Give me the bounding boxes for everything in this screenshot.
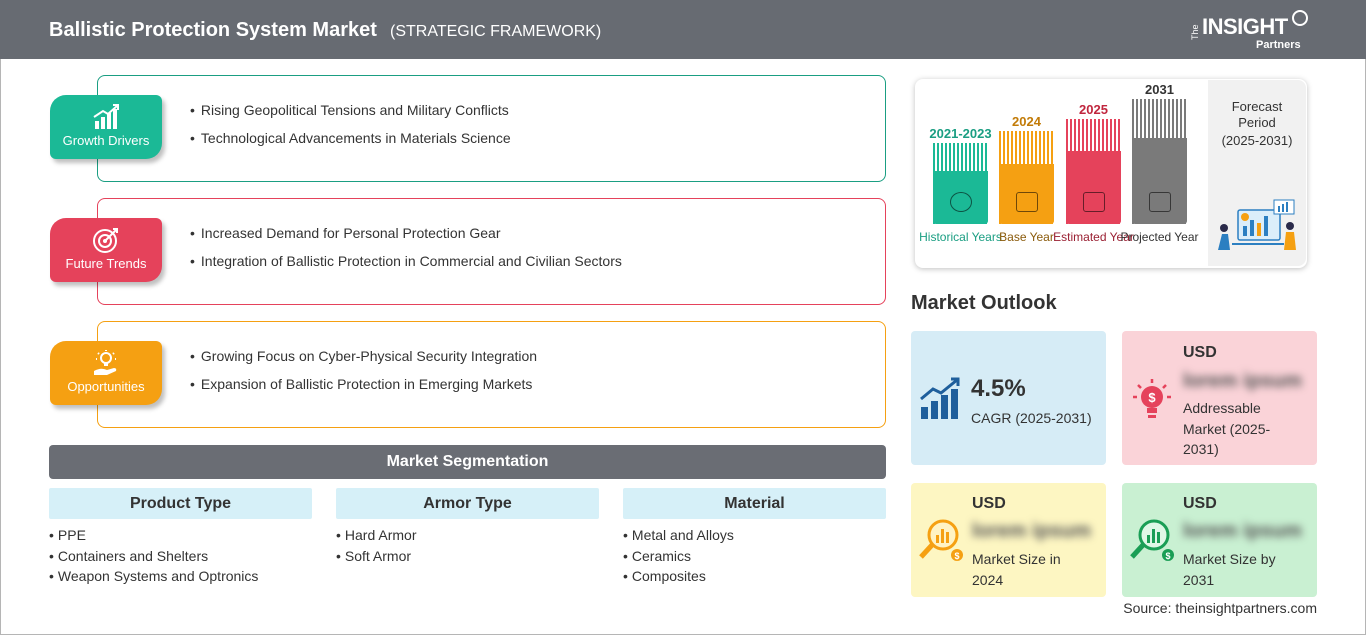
history-icon xyxy=(950,192,972,212)
opportunities-label: Opportunities xyxy=(67,379,145,394)
future-trends-label: Future Trends xyxy=(65,256,147,271)
magnifier-chart-icon: $ xyxy=(919,519,963,561)
opportunities-badge: Opportunities xyxy=(50,341,162,405)
size-2024-value: lorem ipsum xyxy=(972,520,1091,542)
segment-list: Metal and Alloys Ceramics Composites xyxy=(623,525,886,587)
segment-list: Hard Armor Soft Armor xyxy=(336,525,599,566)
size-2024-label: Market Size in 2024 xyxy=(972,551,1061,588)
insight-partners-logo: The INSIGHT Partners xyxy=(1190,10,1310,54)
forecast-title: Forecast Period xyxy=(1231,99,1283,130)
magnifier-chart-icon: $ xyxy=(1130,519,1174,561)
segment-header: Product Type xyxy=(49,488,312,519)
segment-item: Soft Armor xyxy=(336,546,599,567)
addressable-label: Addressable Market (2025-2031) xyxy=(1183,400,1271,457)
segment-item: Weapon Systems and Optronics xyxy=(49,566,312,587)
segment-header: Material xyxy=(623,488,886,519)
cagr-label: CAGR (2025-2031) xyxy=(971,410,1092,426)
timeline-label: Projected Year xyxy=(1120,230,1199,244)
list-item: Growing Focus on Cyber-Physical Security… xyxy=(190,342,537,370)
calendar-icon xyxy=(1016,192,1038,212)
timeline-bar xyxy=(1132,99,1187,224)
addressable-value: lorem ipsum xyxy=(1183,370,1302,392)
timeline-year: 2025 xyxy=(1079,102,1108,117)
timeline-bar xyxy=(1066,119,1121,224)
opportunities-list: Growing Focus on Cyber-Physical Security… xyxy=(190,342,537,398)
segment-item: Hard Armor xyxy=(336,525,599,546)
list-item: Integration of Ballistic Protection in C… xyxy=(190,247,622,275)
segment-armor-type: Armor Type Hard Armor Soft Armor xyxy=(336,488,599,566)
segment-item: Composites xyxy=(623,566,886,587)
market-size-2024-card: $ USD lorem ipsum Market Size in 2024 xyxy=(911,483,1106,597)
list-item: Expansion of Ballistic Protection in Eme… xyxy=(190,370,537,398)
segment-product-type: Product Type PPE Containers and Shelters… xyxy=(49,488,312,587)
target-icon xyxy=(93,228,118,253)
addressable-market-card: $ USD lorem ipsum Addressable Market (20… xyxy=(1122,331,1317,465)
estimate-icon xyxy=(1083,192,1105,212)
growth-chart-icon xyxy=(93,104,119,129)
header-bar: Ballistic Protection System Market (STRA… xyxy=(0,0,1366,59)
svg-text:$: $ xyxy=(1148,390,1156,405)
growth-drivers-badge: Growth Drivers xyxy=(50,95,162,159)
segment-item: Containers and Shelters xyxy=(49,546,312,567)
timeline-label: Estimated Year xyxy=(1053,230,1134,244)
forecast-panel: Forecast Period (2025-2031) xyxy=(1208,80,1306,266)
addressable-currency: USD xyxy=(1183,344,1217,361)
logo-the-text: The xyxy=(1190,24,1200,40)
lightbulb-hand-icon xyxy=(94,350,117,375)
segment-header: Armor Type xyxy=(336,488,599,519)
market-outlook-title: Market Outlook xyxy=(911,292,1057,314)
analytics-people-icon xyxy=(1218,199,1296,250)
source-text: Source: theinsightpartners.com xyxy=(1123,600,1317,616)
svg-text:$: $ xyxy=(954,551,959,561)
page-title: Ballistic Protection System Market xyxy=(49,19,377,41)
timeline-bar xyxy=(999,131,1054,224)
growth-drivers-list: Rising Geopolitical Tensions and Militar… xyxy=(190,96,511,152)
segment-item: PPE xyxy=(49,525,312,546)
size-2031-value: lorem ipsum xyxy=(1183,520,1302,542)
page-subtitle: (STRATEGIC FRAMEWORK) xyxy=(390,23,602,40)
growth-drivers-label: Growth Drivers xyxy=(62,133,150,148)
svg-text:$: $ xyxy=(1165,551,1170,561)
opportunities-box: Growing Focus on Cyber-Physical Security… xyxy=(97,321,886,428)
timeline-year: 2024 xyxy=(1012,114,1041,129)
projection-icon xyxy=(1149,192,1171,212)
logo-partners-text: Partners xyxy=(1256,39,1301,51)
cagr-card: 4.5% CAGR (2025-2031) xyxy=(911,331,1106,465)
list-item: Rising Geopolitical Tensions and Militar… xyxy=(190,96,511,124)
segment-item: Ceramics xyxy=(623,546,886,567)
list-item: Technological Advancements in Materials … xyxy=(190,124,511,152)
forecast-range: (2025-2031) xyxy=(1221,133,1293,148)
logo-ring-icon xyxy=(1292,10,1308,26)
timeline-label: Historical Years xyxy=(919,230,1002,244)
future-trends-list: Increased Demand for Personal Protection… xyxy=(190,219,622,275)
size-2031-currency: USD xyxy=(1183,495,1217,512)
logo-insight-text: INSIGHT xyxy=(1202,14,1288,39)
segment-item: Metal and Alloys xyxy=(623,525,886,546)
market-size-2031-card: $ USD lorem ipsum Market Size by 2031 xyxy=(1122,483,1317,597)
money-bulb-icon: $ xyxy=(1133,379,1171,418)
timeline-label: Base Year xyxy=(999,230,1054,244)
segment-list: PPE Containers and Shelters Weapon Syste… xyxy=(49,525,312,587)
growth-chart-icon xyxy=(920,377,960,419)
future-trends-badge: Future Trends xyxy=(50,218,162,282)
segment-material: Material Metal and Alloys Ceramics Compo… xyxy=(623,488,886,587)
segmentation-title: Market Segmentation xyxy=(49,445,886,479)
size-2031-label: Market Size by 2031 xyxy=(1183,551,1276,588)
future-trends-box: Increased Demand for Personal Protection… xyxy=(97,198,886,305)
size-2024-currency: USD xyxy=(972,495,1006,512)
timeline-year: 2021-2023 xyxy=(929,126,992,141)
cagr-value: 4.5% xyxy=(971,375,1026,402)
list-item: Increased Demand for Personal Protection… xyxy=(190,219,622,247)
timeline-bar xyxy=(933,143,988,224)
growth-drivers-box: Rising Geopolitical Tensions and Militar… xyxy=(97,75,886,182)
timeline-year: 2031 xyxy=(1145,82,1174,97)
